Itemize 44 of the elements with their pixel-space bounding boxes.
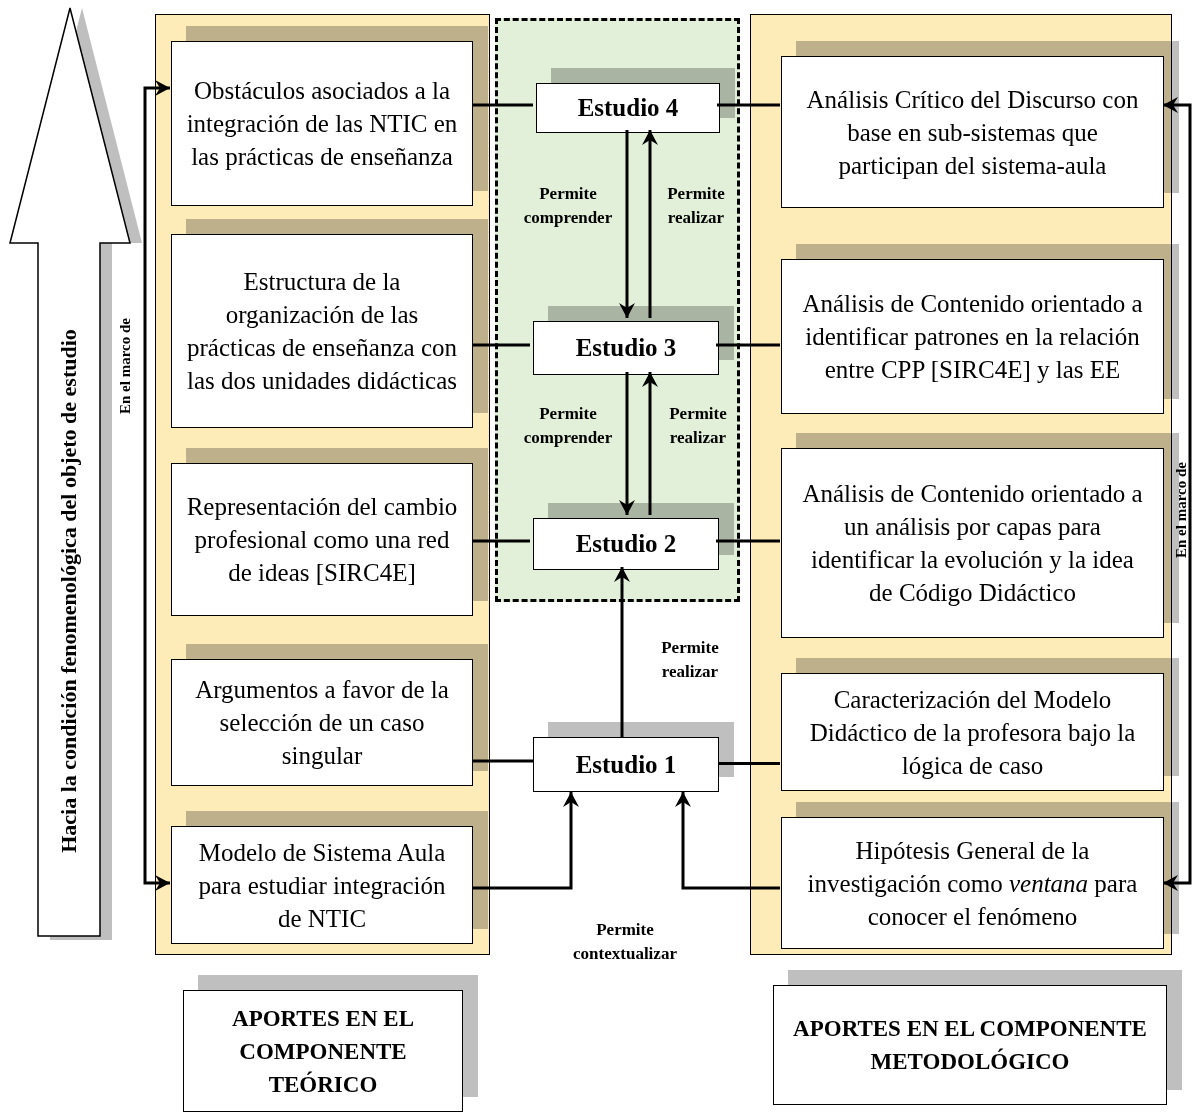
arrow xyxy=(619,130,635,318)
edge-label: Permite comprender xyxy=(522,183,614,229)
arrow xyxy=(614,567,630,737)
text-box: Estructura de la organización de las prácticas de enseñanza con las dos unidades didácticas xyxy=(171,234,473,428)
text-box: Hipótesis General de la investigación como ventana para conocer el fenómeno xyxy=(781,817,1164,949)
arrow xyxy=(642,372,658,515)
edge-label: Permite realizar xyxy=(666,183,726,229)
vertical-heading: Hacia la condición fenomenológica del objeto de estudio xyxy=(55,328,82,855)
connector-line xyxy=(472,759,533,763)
connector-line xyxy=(719,762,780,765)
edge-label: Permite realizar xyxy=(660,637,720,683)
text-box: Modelo de Sistema Aula para estudiar integración de NTIC xyxy=(171,826,473,944)
edge-label: En el marco de xyxy=(116,317,134,414)
connector-line xyxy=(472,343,530,347)
note-text: Permite contextualizar xyxy=(572,919,678,965)
study-box: Estudio 4 xyxy=(536,83,720,133)
connector-line xyxy=(716,343,780,347)
arrow xyxy=(143,80,170,891)
heading-box: APORTES EN EL COMPONENTE METODOLÓGICO xyxy=(773,985,1167,1105)
arrow xyxy=(675,792,780,890)
heading-box: APORTES EN EL COMPONENTE TEÓRICO xyxy=(183,990,463,1112)
connector-line xyxy=(472,103,533,107)
text-box: Obstáculos asociados a la integración de las NTIC en las prácticas de enseñanza xyxy=(171,41,473,206)
text-box: Análisis de Contenido orientado a identificar patrones en la relación entre CPP [SIRC4E] y las EE xyxy=(781,259,1164,414)
study-box: Estudio 3 xyxy=(533,321,719,375)
connector-line xyxy=(472,539,530,543)
connector-line xyxy=(717,103,780,107)
arrow xyxy=(619,372,635,515)
text-box: Argumentos a favor de la selección de un caso singular xyxy=(171,659,473,786)
edge-label: Permite comprender xyxy=(522,402,614,449)
study-box: Estudio 1 xyxy=(533,737,719,792)
study-box: Estudio 2 xyxy=(533,518,719,570)
arrow xyxy=(472,792,579,890)
text-box: Caracterización del Modelo Didáctico de la profesora bajo la lógica de caso xyxy=(781,673,1164,791)
text-box: Análisis Crítico del Discurso con base en sub-sistemas que participan del sistema-aula xyxy=(781,56,1164,208)
text-box: Análisis de Contenido orientado a un análisis por capas para identificar la evolución y la idea de Código Didáctico xyxy=(781,448,1164,638)
edge-label: En el marco de xyxy=(1172,462,1190,558)
text-box: Representación del cambio profesional como una red de ideas [SIRC4E] xyxy=(171,463,473,616)
connector-line xyxy=(716,539,780,543)
arrow xyxy=(642,130,658,318)
arrow xyxy=(1163,97,1192,891)
edge-label: Permite realizar xyxy=(668,402,728,449)
column-panel xyxy=(155,14,490,955)
dashed-group-box xyxy=(495,18,740,602)
